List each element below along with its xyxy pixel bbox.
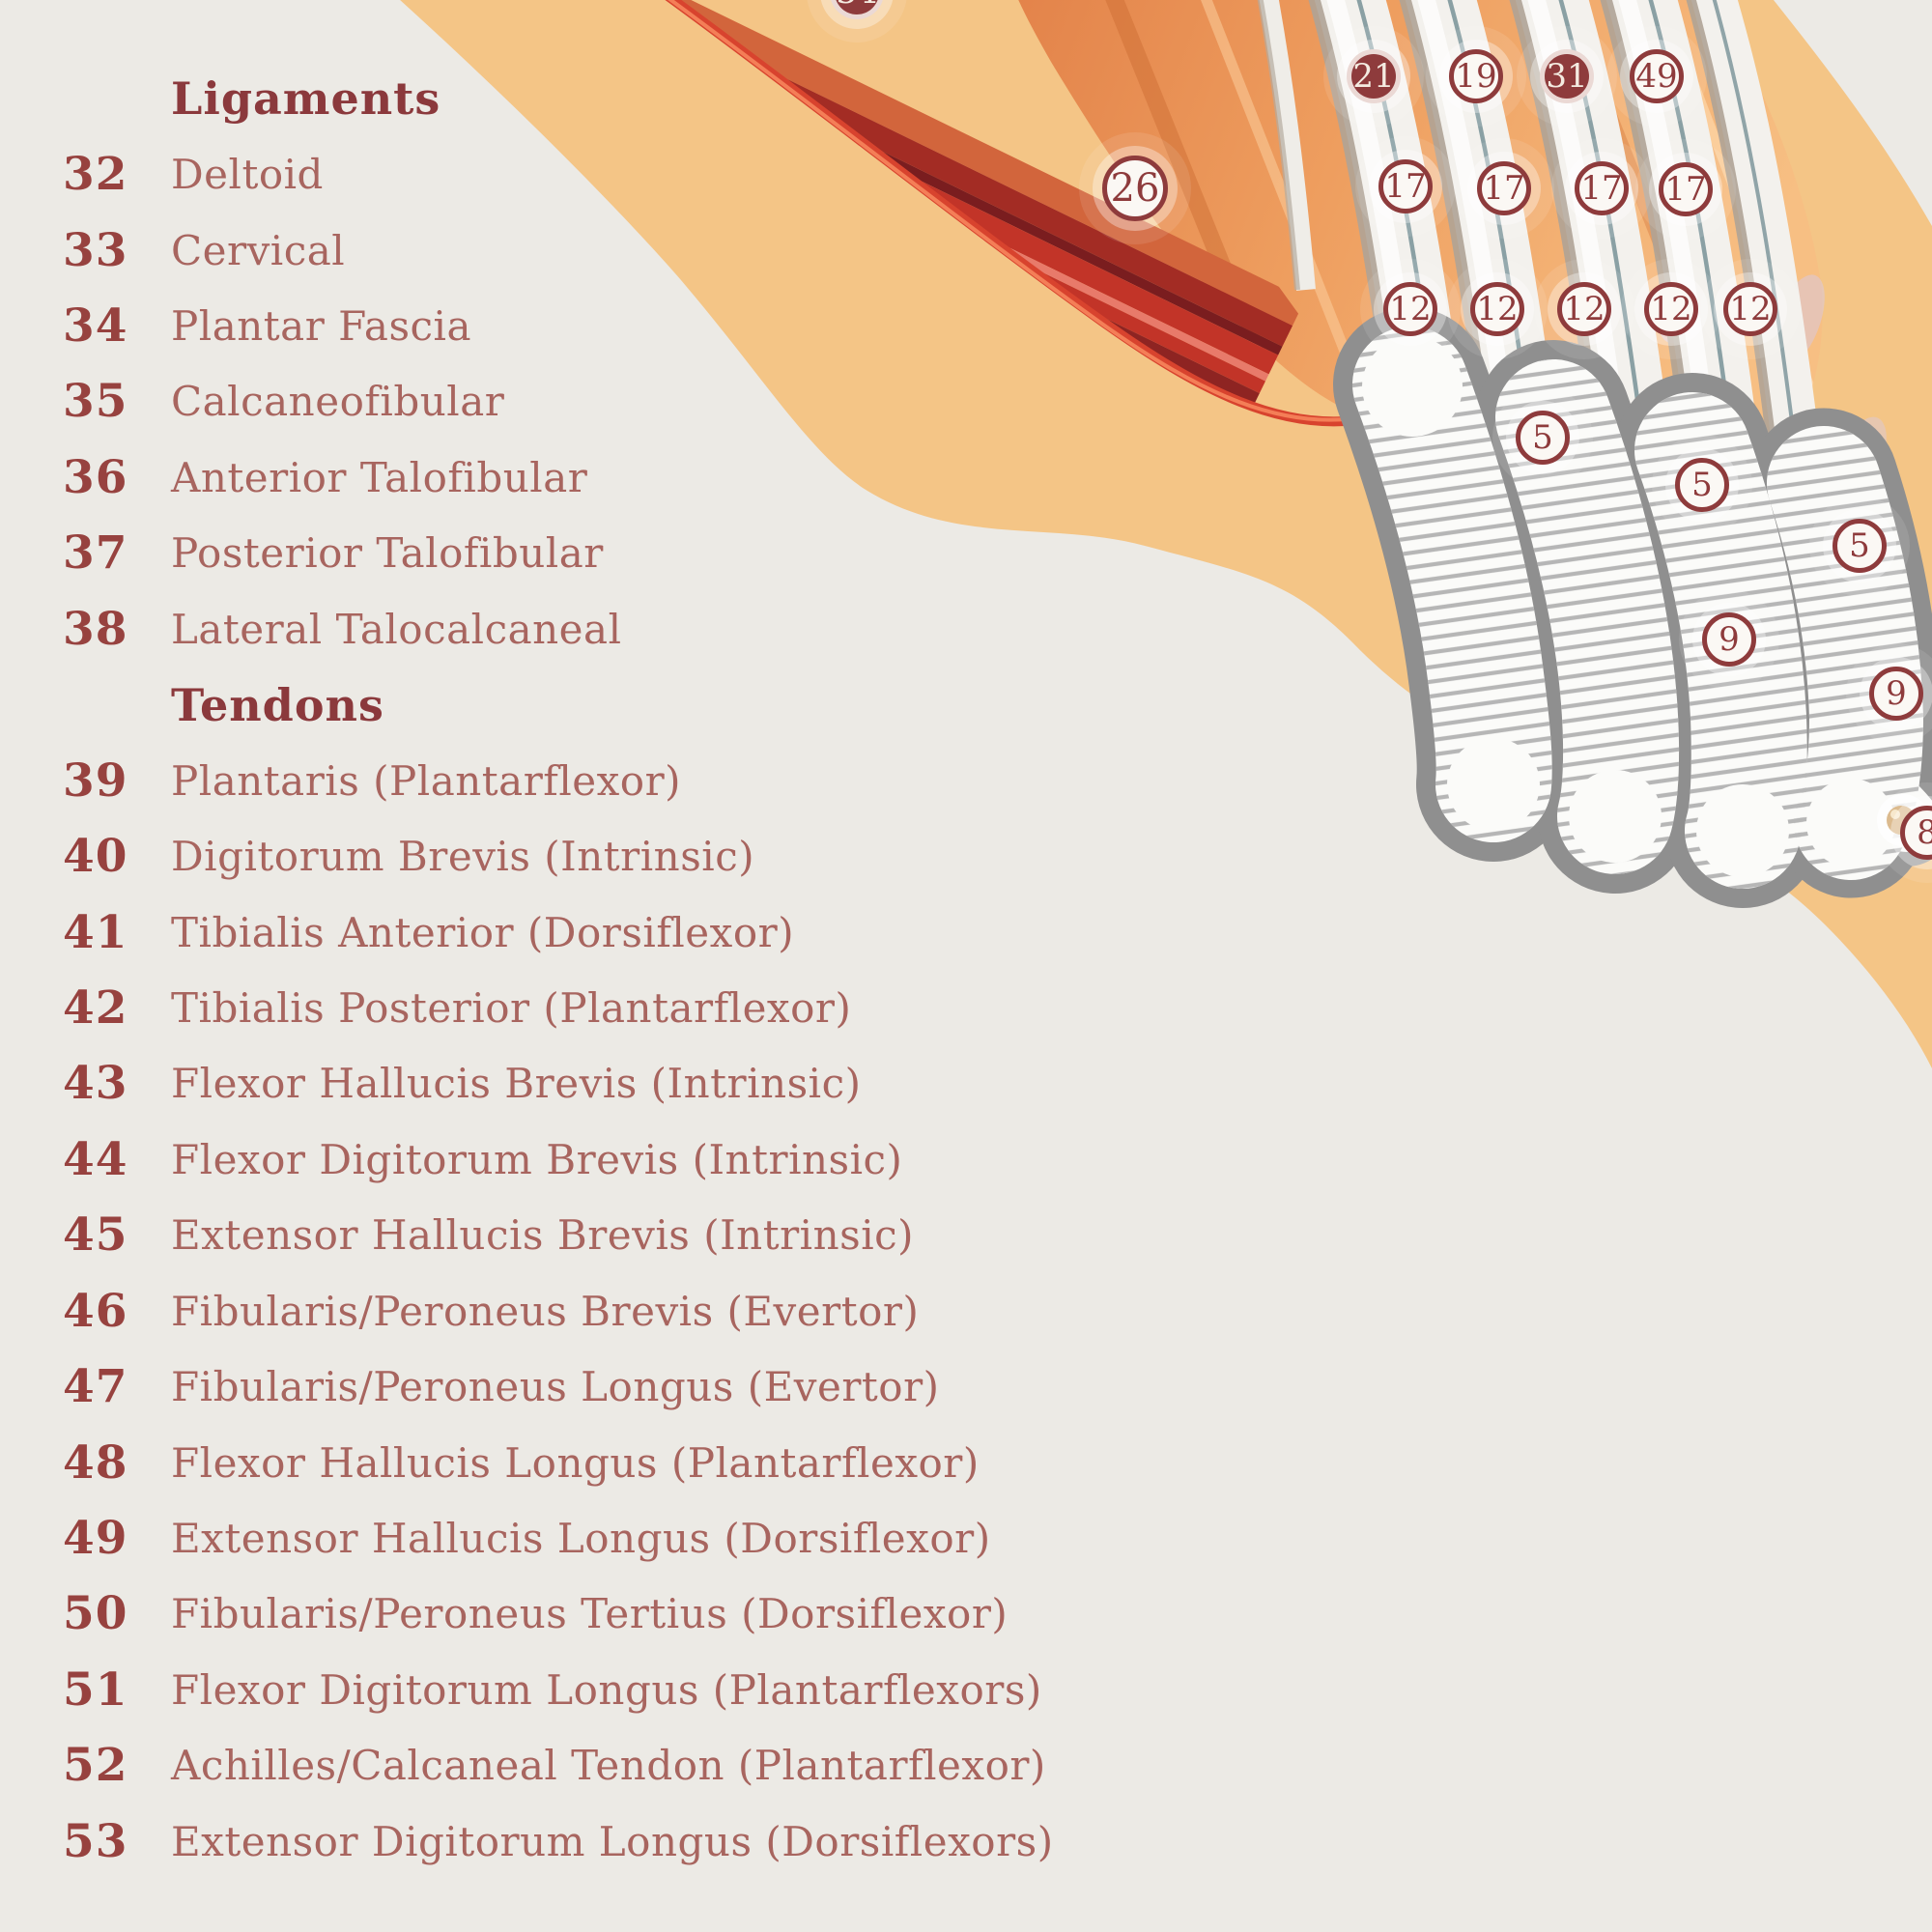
- marker-31: 31: [1540, 49, 1594, 103]
- legend-item: 34 Plantar Fascia: [0, 288, 1294, 363]
- marker-17: 17: [1378, 159, 1433, 213]
- legend-item: 44 Flexor Digitorum Brevis (Intrinsic): [0, 1122, 1294, 1197]
- bone-heads: [1362, 336, 1895, 877]
- legend-item-number: 44: [63, 1132, 128, 1186]
- legend-item-number: 37: [63, 526, 128, 581]
- marker-5: 5: [1516, 411, 1570, 465]
- legend-item-label: Tibialis Anterior (Dorsiflexor): [171, 908, 795, 956]
- legend-item-label: Flexor Digitorum Brevis (Intrinsic): [171, 1135, 903, 1183]
- legend-item-label: Fibularis/Peroneus Brevis (Evertor): [171, 1287, 920, 1335]
- legend-item-number: 36: [63, 450, 128, 504]
- marker-21: 21: [1347, 49, 1401, 103]
- marker-12: 12: [1723, 282, 1777, 336]
- legend-item-number: 35: [63, 375, 128, 429]
- legend-item-label: Digitorum Brevis (Intrinsic): [171, 833, 755, 881]
- legend-item-number: 49: [63, 1512, 128, 1566]
- legend-section-label: Ligaments: [171, 72, 441, 126]
- legend-item-label: Anterior Talofibular: [171, 453, 588, 501]
- marker-17: 17: [1477, 161, 1531, 215]
- legend-item-number: 45: [63, 1208, 128, 1263]
- legend-item-number: 42: [63, 980, 128, 1035]
- legend-item-number: 52: [63, 1739, 128, 1793]
- legend-item-number: 39: [63, 753, 128, 808]
- legend-item: 46 Fibularis/Peroneus Brevis (Evertor): [0, 1273, 1294, 1349]
- legend-item-number: 50: [63, 1587, 128, 1641]
- marker-26: 26: [1102, 156, 1168, 221]
- legend-item: 49 Extensor Hallucis Longus (Dorsiflexor): [0, 1500, 1294, 1576]
- legend-item-label: Flexor Hallucis Longus (Plantarflexor): [171, 1438, 980, 1487]
- legend-item: 48 Flexor Hallucis Longus (Plantarflexor): [0, 1425, 1294, 1500]
- legend-item: 32 Deltoid: [0, 136, 1294, 212]
- legend-item: 52 Achilles/Calcaneal Tendon (Plantarflex…: [0, 1728, 1294, 1804]
- legend-item-number: 34: [63, 299, 128, 354]
- legend-item-label: Flexor Digitorum Longus (Plantarflexors): [171, 1665, 1042, 1714]
- legend-item-number: 53: [63, 1814, 128, 1868]
- marker-9: 9: [1702, 612, 1756, 667]
- legend-item-number: 32: [63, 148, 128, 202]
- legend-item-label: Fibularis/Peroneus Tertius (Dorsiflexor): [171, 1590, 1009, 1638]
- marker-12: 12: [1470, 282, 1524, 336]
- legend-item-label: Flexor Hallucis Brevis (Intrinsic): [171, 1060, 862, 1108]
- marker-17: 17: [1575, 161, 1629, 215]
- marker-49: 49: [1630, 49, 1684, 103]
- legend-item-number: 38: [63, 602, 128, 656]
- legend-item: 33 Cervical: [0, 213, 1294, 288]
- legend-section-label: Tendons: [171, 678, 384, 731]
- legend-item: 42 Tibialis Posterior (Plantarflexor): [0, 970, 1294, 1045]
- marker-5: 5: [1833, 519, 1887, 573]
- legend-item-label: Cervical: [171, 226, 346, 274]
- legend-item: 36 Anterior Talofibular: [0, 440, 1294, 515]
- legend-item-label: Achilles/Calcaneal Tendon (Plantarflexor…: [171, 1742, 1046, 1790]
- legend-item: 53 Extensor Digitorum Longus (Dorsiflexor…: [0, 1804, 1294, 1879]
- marker-17: 17: [1659, 162, 1713, 216]
- legend-item-number: 43: [63, 1057, 128, 1111]
- legend-item: 50 Fibularis/Peroneus Tertius (Dorsiflexo…: [0, 1577, 1294, 1652]
- legend-item-number: 51: [63, 1662, 128, 1717]
- marker-12: 12: [1383, 282, 1437, 336]
- legend-section-title-tendons: Tendons: [0, 668, 1294, 743]
- legend-item: 35 Calcaneofibular: [0, 364, 1294, 440]
- legend-item: 40 Digitorum Brevis (Intrinsic): [0, 818, 1294, 894]
- legend-item-number: 40: [63, 830, 128, 884]
- legend-item-label: Extensor Digitorum Longus (Dorsiflexors): [171, 1817, 1054, 1865]
- muscle-rim-highlight: [668, 0, 1373, 422]
- legend-item-label: Lateral Talocalcaneal: [171, 605, 622, 653]
- marker-12: 12: [1644, 282, 1698, 336]
- legend-item-number: 46: [63, 1284, 128, 1338]
- legend-item-number: 47: [63, 1360, 128, 1414]
- legend-item-number: 41: [63, 905, 128, 959]
- legend-item-label: Posterior Talofibular: [171, 529, 604, 578]
- legend-item-label: Tibialis Posterior (Plantarflexor): [171, 983, 852, 1032]
- marker-9: 9: [1869, 667, 1923, 721]
- legend-section-title-ligaments: Ligaments: [0, 61, 1294, 136]
- extensor-tendons: [1257, 0, 1832, 542]
- legend-item-label: Extensor Hallucis Longus (Dorsiflexor): [171, 1515, 991, 1563]
- legend-item: 47 Fibularis/Peroneus Longus (Evertor): [0, 1349, 1294, 1424]
- legend-item-label: Extensor Hallucis Brevis (Intrinsic): [171, 1211, 915, 1260]
- legend-item-label: Plantar Fascia: [171, 302, 472, 351]
- marker-34: 34: [830, 0, 884, 19]
- marker-5: 5: [1675, 458, 1729, 512]
- anatomy-legend: Ligaments 32 Deltoid 33 Cervical 34 Plantar Fa…: [0, 61, 1294, 1880]
- marker-8: 8: [1900, 806, 1932, 860]
- legend-item-number: 48: [63, 1435, 128, 1490]
- legend-item-label: Deltoid: [171, 151, 324, 199]
- legend-item: 38 Lateral Talocalcaneal: [0, 591, 1294, 667]
- marker-12: 12: [1557, 282, 1611, 336]
- legend-item: 43 Flexor Hallucis Brevis (Intrinsic): [0, 1046, 1294, 1122]
- legend-item: 51 Flexor Digitorum Longus (Plantarflexor…: [0, 1652, 1294, 1727]
- legend-item-label: Fibularis/Peroneus Longus (Evertor): [171, 1363, 940, 1411]
- legend-item-label: Plantaris (Plantarflexor): [171, 756, 682, 805]
- legend-item: 39 Plantaris (Plantarflexor): [0, 743, 1294, 818]
- legend-item: 41 Tibialis Anterior (Dorsiflexor): [0, 895, 1294, 970]
- legend-item-label: Calcaneofibular: [171, 378, 505, 426]
- legend-item: 37 Posterior Talofibular: [0, 516, 1294, 591]
- legend-item: 45 Extensor Hallucis Brevis (Intrinsic): [0, 1198, 1294, 1273]
- legend-item-number: 33: [63, 223, 128, 277]
- marker-19: 19: [1449, 49, 1503, 103]
